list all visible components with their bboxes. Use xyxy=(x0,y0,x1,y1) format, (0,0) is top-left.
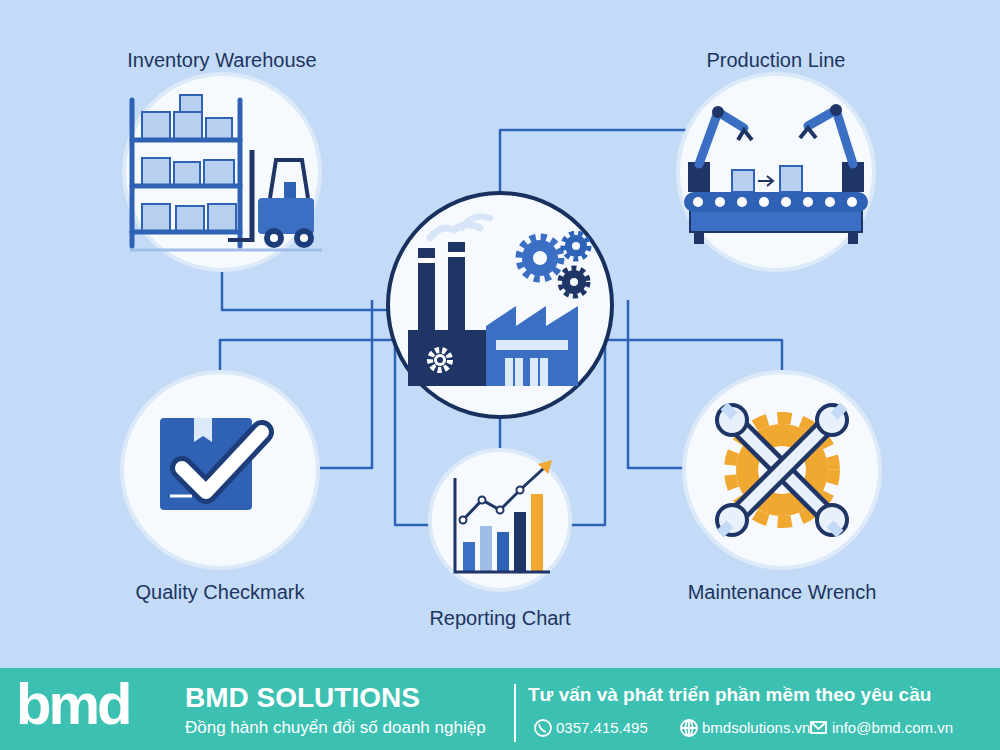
factory-illustration-part xyxy=(530,358,548,386)
factory-illustration-part xyxy=(513,358,515,386)
contact-icons-part xyxy=(811,722,826,733)
factory-illustration-part xyxy=(563,233,589,259)
factory-illustration-part xyxy=(430,224,480,238)
node-heading: Quality Checkmark xyxy=(70,578,370,606)
hub-circle xyxy=(388,193,612,417)
factory-illustration-part xyxy=(462,216,490,228)
node-circle xyxy=(122,72,322,272)
factory-illustration-part xyxy=(434,354,446,366)
contact-website: bmdsolutions.vn xyxy=(702,719,810,736)
node-circle xyxy=(682,370,882,570)
warehouse-illustration-part xyxy=(300,234,308,242)
factory-illustration-part xyxy=(570,278,578,286)
icon-node: Reporting Chart xyxy=(350,448,650,632)
contact-icons-part xyxy=(811,722,826,729)
factory-illustration-part xyxy=(533,251,547,265)
footer-divider xyxy=(514,684,516,742)
factory-illustration-part xyxy=(437,357,443,363)
node-heading: Maintenance Wrench xyxy=(632,578,932,606)
factory-illustration-part xyxy=(519,237,561,279)
logo-text: bmd xyxy=(16,670,129,737)
factory-illustration-part xyxy=(430,350,450,370)
factory-illustration-part xyxy=(505,358,523,386)
leader-lines-part xyxy=(222,272,500,310)
factory-illustration-part xyxy=(418,248,435,338)
factory-illustration-part xyxy=(418,258,435,263)
service-slogan: Tư vấn và phát triển phần mềm theo yêu c… xyxy=(528,684,931,706)
node-heading: Reporting Chart xyxy=(350,604,650,632)
company-tagline: Đồng hành chuyển đổi số doanh nghiệp xyxy=(185,718,486,738)
factory-illustration-part xyxy=(572,242,580,250)
icon-node: Production Line xyxy=(626,46,926,272)
node-circle xyxy=(676,72,876,272)
factory-illustration-part xyxy=(538,358,540,386)
node-heading: Production Line xyxy=(626,46,926,74)
node-heading: Inventory Warehouse xyxy=(72,46,372,74)
factory-illustration-part xyxy=(408,330,488,386)
node-circle xyxy=(120,370,320,570)
factory-illustration-part xyxy=(522,240,558,276)
factory-illustration-part xyxy=(562,270,586,294)
factory-illustration xyxy=(408,216,589,386)
contact-email: info@bmd.com.vn xyxy=(832,719,953,736)
factory-illustration-part xyxy=(565,235,587,257)
contact-icons-part xyxy=(681,720,697,736)
company-name: BMD SOLUTIONS xyxy=(185,682,420,714)
factory-illustration-part xyxy=(496,340,568,350)
factory-illustration-part xyxy=(448,252,465,257)
icon-node: Quality Checkmark xyxy=(70,370,370,606)
contact-icons-part xyxy=(535,720,551,736)
factory-illustration-part xyxy=(486,306,578,386)
factory-illustration-part xyxy=(560,268,588,296)
node-circle xyxy=(428,448,572,592)
icon-node: Inventory Warehouse xyxy=(72,46,372,272)
contact-icons-part xyxy=(681,720,697,736)
contact-phone: 0357.415.495 xyxy=(556,719,648,736)
footer-band xyxy=(0,668,1000,750)
contact-icons xyxy=(535,720,826,736)
icon-node: Maintenance Wrench xyxy=(632,370,932,606)
factory-illustration-part xyxy=(448,242,465,338)
contact-icons-part xyxy=(686,720,693,736)
contact-icons-part xyxy=(539,724,546,732)
